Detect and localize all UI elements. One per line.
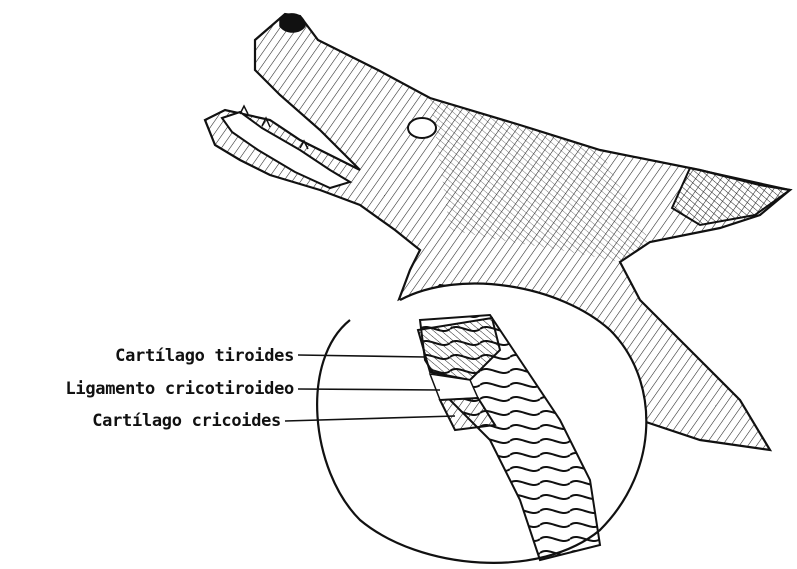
ear (672, 168, 790, 225)
eye (408, 118, 436, 138)
nose (280, 14, 305, 32)
label-cricoid-cartilage: Cartílago cricoides (92, 411, 281, 431)
label-thyroid-cartilage: Cartílago tiroides (115, 346, 294, 366)
label-cricothyroid-ligament: Ligamento cricotiroideo (65, 379, 294, 399)
leader-line-ligament (298, 389, 440, 390)
